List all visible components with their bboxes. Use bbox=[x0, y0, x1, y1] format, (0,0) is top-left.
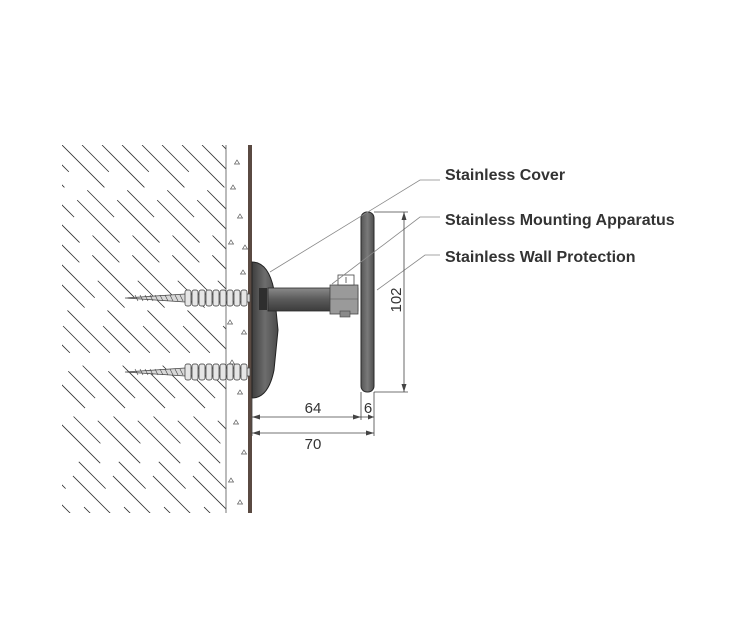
lower-anchor-screw bbox=[124, 363, 251, 381]
plaster-aggregate-mark bbox=[229, 184, 237, 190]
plaster-aggregate-mark bbox=[240, 329, 248, 335]
hatch-line bbox=[62, 145, 183, 513]
upper-anchor-screw bbox=[124, 289, 251, 307]
hatch-line bbox=[62, 145, 83, 513]
hatch-line bbox=[62, 145, 226, 513]
plaster-aggregate-mark bbox=[241, 244, 249, 250]
plaster-aggregate-mark bbox=[239, 269, 247, 275]
hatch-line bbox=[62, 145, 226, 513]
hatch-line bbox=[402, 145, 750, 525]
hatch-line bbox=[322, 145, 702, 525]
stainless-cover bbox=[251, 261, 279, 399]
wall-hatching bbox=[0, 145, 750, 525]
hatch-line bbox=[382, 145, 750, 525]
hatch-line bbox=[0, 145, 42, 525]
hatch-line bbox=[442, 145, 750, 525]
plaster-aggregate-mark bbox=[236, 213, 244, 219]
hatch-line bbox=[62, 145, 226, 513]
hatch-line bbox=[62, 145, 143, 513]
callout-stainless-cover: Stainless Cover bbox=[445, 167, 565, 184]
dimension-standoff bbox=[251, 392, 375, 436]
hatch-line bbox=[161, 145, 226, 513]
dimension-label-70: 70 bbox=[305, 436, 322, 453]
hatch-line bbox=[422, 145, 750, 525]
plaster-aggregate-mark bbox=[240, 449, 248, 455]
stainless-wall-protection-plate bbox=[360, 211, 375, 393]
hatch-line bbox=[62, 145, 203, 513]
hatch-line bbox=[262, 145, 642, 525]
hatch-line bbox=[62, 145, 226, 513]
plaster-aggregate-mark bbox=[233, 159, 241, 165]
dimension-label-102: 102 bbox=[388, 287, 405, 312]
hatch-line bbox=[121, 145, 226, 513]
hatch-line bbox=[101, 145, 226, 513]
dimension-label-6: 6 bbox=[364, 400, 372, 417]
hatch-line bbox=[62, 145, 226, 513]
hatch-line bbox=[221, 145, 226, 513]
hatch-line bbox=[62, 145, 163, 513]
hatch-line bbox=[62, 145, 226, 513]
hatch-line bbox=[62, 145, 63, 513]
dimension-total-depth bbox=[252, 430, 374, 436]
plaster-aggregate-mark bbox=[227, 239, 235, 245]
hatch-line bbox=[62, 145, 226, 513]
hatch-line bbox=[141, 145, 226, 513]
dimension-label-64: 64 bbox=[305, 400, 322, 417]
hatch-line bbox=[62, 145, 123, 513]
dimension-plate-height bbox=[374, 211, 408, 393]
plaster-aggregate-mark bbox=[226, 319, 234, 325]
hatch-line bbox=[362, 145, 742, 525]
hatch-line bbox=[62, 145, 226, 513]
hatch-line bbox=[62, 145, 226, 513]
plaster-aggregate-mark bbox=[236, 389, 244, 395]
leader-lines bbox=[269, 179, 440, 291]
hatch-line bbox=[302, 145, 682, 525]
plaster-layer bbox=[225, 145, 249, 513]
hatch-line bbox=[62, 145, 103, 513]
hatch-line bbox=[282, 145, 662, 525]
hatch-line bbox=[62, 145, 223, 513]
stainless-mounting-apparatus bbox=[259, 274, 359, 318]
hatch-line bbox=[62, 145, 226, 513]
plaster-aggregate-mark bbox=[227, 477, 235, 483]
hatch-line bbox=[62, 145, 226, 513]
hatch-line bbox=[242, 145, 622, 525]
plaster-aggregate-mark bbox=[232, 419, 240, 425]
hatch-line bbox=[81, 145, 226, 513]
callout-stainless-mounting-apparatus: Stainless Mounting Apparatus bbox=[445, 212, 675, 229]
callout-stainless-wall-protection: Stainless Wall Protection bbox=[445, 249, 636, 266]
plaster-aggregate-mark bbox=[236, 499, 244, 505]
wall-face bbox=[248, 145, 252, 513]
hatch-line bbox=[342, 145, 722, 525]
